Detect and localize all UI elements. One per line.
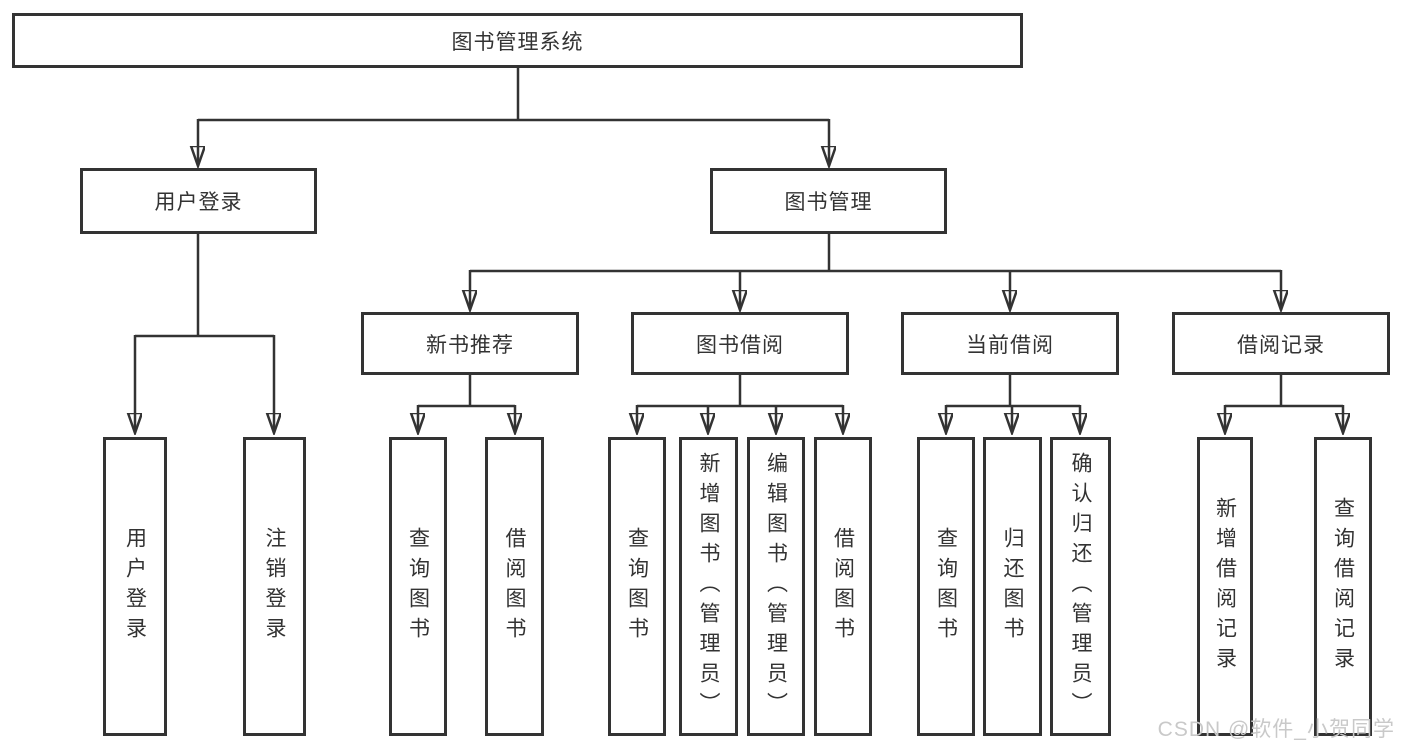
node-book-borrowing: 图书借阅 <box>631 312 849 375</box>
leaf-borrow-books-1: 借阅图书 <box>485 437 544 736</box>
node-label: 确认归还（管理员） <box>1069 451 1092 722</box>
leaf-return-books: 归还图书 <box>983 437 1042 736</box>
node-label: 借阅记录 <box>1237 333 1325 357</box>
node-label: 新增图书（管理员） <box>697 451 720 722</box>
node-new-book-recommendation: 新书推荐 <box>361 312 579 375</box>
node-label: 借阅图书 <box>831 526 855 647</box>
leaf-query-books-2: 查询图书 <box>608 437 666 736</box>
node-label: 查询图书 <box>406 526 430 647</box>
node-label: 图书管理 <box>784 191 873 214</box>
node-label: 新增借阅记录 <box>1213 496 1237 677</box>
node-user-login: 用户登录 <box>80 168 317 234</box>
leaf-query-books-1: 查询图书 <box>389 437 447 736</box>
node-label: 查询图书 <box>625 526 649 647</box>
node-label: 图书借阅 <box>696 333 784 357</box>
node-current-borrowing: 当前借阅 <box>901 312 1119 375</box>
leaf-add-books-admin: 新增图书（管理员） <box>679 437 738 736</box>
node-label: 图书管理系统 <box>451 30 584 54</box>
leaf-user-login: 用户登录 <box>103 437 167 736</box>
node-label: 查询图书 <box>934 526 958 647</box>
node-label: 借阅图书 <box>503 526 526 647</box>
node-label: 用户登录 <box>123 526 147 647</box>
node-borrowing-records: 借阅记录 <box>1172 312 1390 375</box>
node-label: 注销登录 <box>263 526 286 647</box>
node-label: 用户登录 <box>154 191 243 214</box>
leaf-add-borrowing-record: 新增借阅记录 <box>1197 437 1253 736</box>
leaf-query-borrowing-record: 查询借阅记录 <box>1314 437 1372 736</box>
node-label: 归还图书 <box>1001 526 1024 647</box>
leaf-logout: 注销登录 <box>243 437 306 736</box>
leaf-borrow-books-2: 借阅图书 <box>814 437 872 736</box>
node-label: 当前借阅 <box>966 333 1054 357</box>
node-book-management: 图书管理 <box>710 168 947 234</box>
leaf-confirm-return-admin: 确认归还（管理员） <box>1050 437 1111 736</box>
node-label: 查询借阅记录 <box>1331 496 1355 677</box>
csdn-watermark: CSDN @软件_小贺同学 <box>1157 718 1395 741</box>
leaf-edit-books-admin: 编辑图书（管理员） <box>747 437 805 736</box>
node-label: 编辑图书（管理员） <box>764 451 788 722</box>
leaf-query-books-3: 查询图书 <box>917 437 975 736</box>
node-label: 新书推荐 <box>426 333 514 357</box>
node-library-management-system: 图书管理系统 <box>12 13 1023 68</box>
